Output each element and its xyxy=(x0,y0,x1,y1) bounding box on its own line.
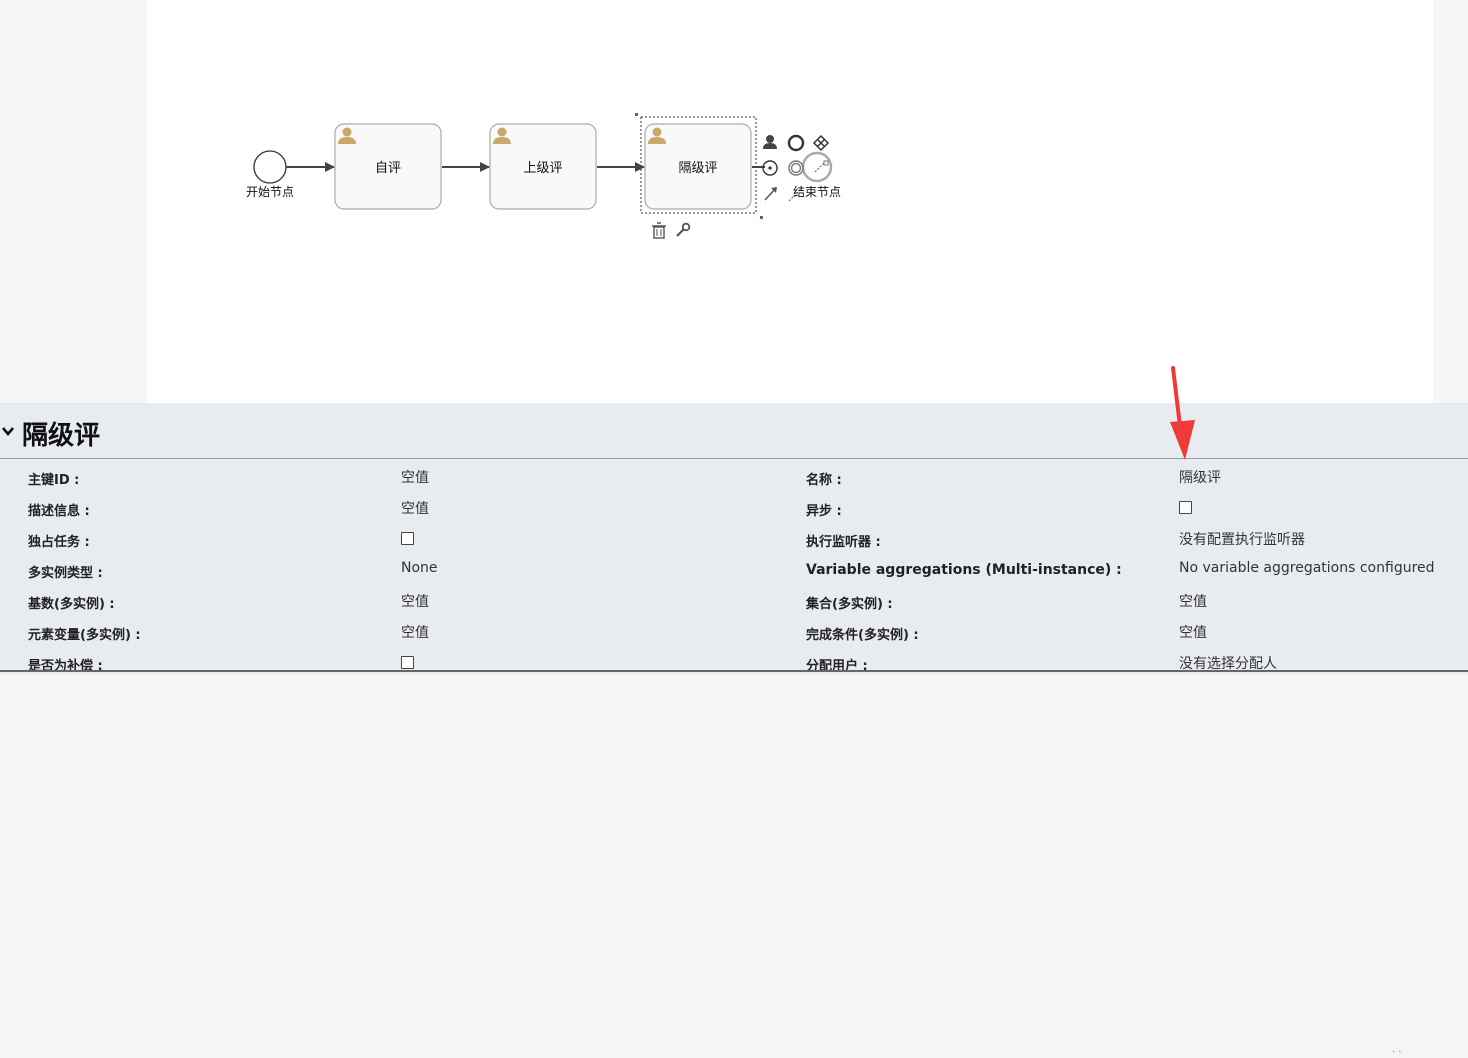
user-icon xyxy=(493,127,511,144)
prop-value-multi-instance-type[interactable]: None xyxy=(401,560,438,576)
prop-label-multi-instance-type: 多实例类型 : xyxy=(28,566,103,581)
prop-value-collection[interactable]: 空值 xyxy=(1179,594,1207,610)
prop-value-name[interactable]: 隔级评 xyxy=(1179,470,1221,486)
task-label-3: 隔级评 xyxy=(678,161,717,176)
end-event[interactable] xyxy=(801,151,833,183)
prop-value-cardinality[interactable]: 空值 xyxy=(401,594,429,610)
prop-label-collection: 集合(多实例) : xyxy=(806,597,893,612)
user-icon xyxy=(648,127,666,144)
prop-label-cardinality: 基数(多实例) : xyxy=(28,597,115,612)
add-user-task-icon[interactable] xyxy=(763,135,777,149)
properties-title: 隔级评 xyxy=(22,421,101,451)
prop-label-async: 异步 : xyxy=(806,504,842,519)
properties-panel: 隔级评 主键ID : 空值 描述信息 : 空值 独占任务 : 多实例类型 : N… xyxy=(0,403,1468,1058)
canvas-right-margin xyxy=(1433,0,1468,403)
resize-handle-top-left[interactable] xyxy=(635,113,638,116)
bpmn-canvas[interactable]: 开始节点 自评 上级评 xyxy=(147,0,1433,403)
start-event-label: 开始节点 xyxy=(246,185,294,199)
prop-value-variable-aggregations[interactable]: No variable aggregations configured xyxy=(1179,560,1435,576)
prop-label-id: 主键ID : xyxy=(28,473,80,488)
prop-label-description: 描述信息 : xyxy=(28,504,90,519)
prop-label-name: 名称 : xyxy=(806,473,842,488)
bottom-border xyxy=(0,670,1468,672)
context-pad[interactable] xyxy=(652,134,833,239)
user-task-skip-level-eval[interactable] xyxy=(635,113,763,219)
exclusive-checkbox[interactable] xyxy=(401,532,414,545)
prop-label-completion-condition: 完成条件(多实例) : xyxy=(806,628,919,643)
task-label-2: 上级评 xyxy=(523,161,562,176)
prop-label-element-variable: 元素变量(多实例) : xyxy=(28,628,141,643)
end-event-label: 结束节点 xyxy=(793,185,841,199)
prop-value-description[interactable]: 空值 xyxy=(401,501,429,517)
connect-arrow-icon[interactable] xyxy=(764,187,777,201)
user-icon xyxy=(338,127,356,144)
chevron-down-icon[interactable] xyxy=(2,425,14,437)
prop-value-id[interactable]: 空值 xyxy=(401,470,429,486)
add-intermediate-event-icon[interactable] xyxy=(762,160,778,176)
ellipsis-mark: · · xyxy=(1392,1047,1402,1058)
prop-label-exclusive: 独占任务 : xyxy=(28,535,90,550)
selection-box xyxy=(640,116,757,214)
async-checkbox[interactable] xyxy=(1179,501,1192,514)
prop-value-execution-listeners[interactable]: 没有配置执行监听器 xyxy=(1179,532,1305,548)
bpmn-diagram[interactable]: 开始节点 自评 上级评 xyxy=(147,0,1433,403)
resize-handle-bottom-right[interactable] xyxy=(760,216,763,219)
start-event[interactable] xyxy=(253,150,287,184)
text-annotation-icon[interactable] xyxy=(788,187,803,202)
properties-divider xyxy=(0,458,1468,459)
prop-value-element-variable[interactable]: 空值 xyxy=(401,625,429,641)
prop-value-completion-condition[interactable]: 空值 xyxy=(1179,625,1207,641)
wrench-icon[interactable] xyxy=(676,222,691,237)
user-task-self-eval[interactable] xyxy=(334,123,442,210)
canvas-left-margin xyxy=(0,0,147,403)
prop-label-execution-listeners: 执行监听器 : xyxy=(806,535,881,550)
add-end-event-icon[interactable] xyxy=(787,134,805,152)
add-gateway-icon[interactable] xyxy=(812,134,830,152)
change-type-icon[interactable] xyxy=(814,160,829,173)
prop-value-assignee[interactable]: 没有选择分配人 xyxy=(1179,656,1277,672)
user-task-superior-eval[interactable] xyxy=(489,123,597,210)
compensation-checkbox[interactable] xyxy=(401,656,414,669)
prop-label-variable-aggregations: Variable aggregations (Multi-instance) : xyxy=(806,562,1122,578)
task-label-1: 自评 xyxy=(375,161,401,176)
delete-icon[interactable] xyxy=(652,222,666,239)
add-boundary-event-icon[interactable] xyxy=(788,160,804,176)
annotation-arrow-icon xyxy=(1170,366,1195,460)
